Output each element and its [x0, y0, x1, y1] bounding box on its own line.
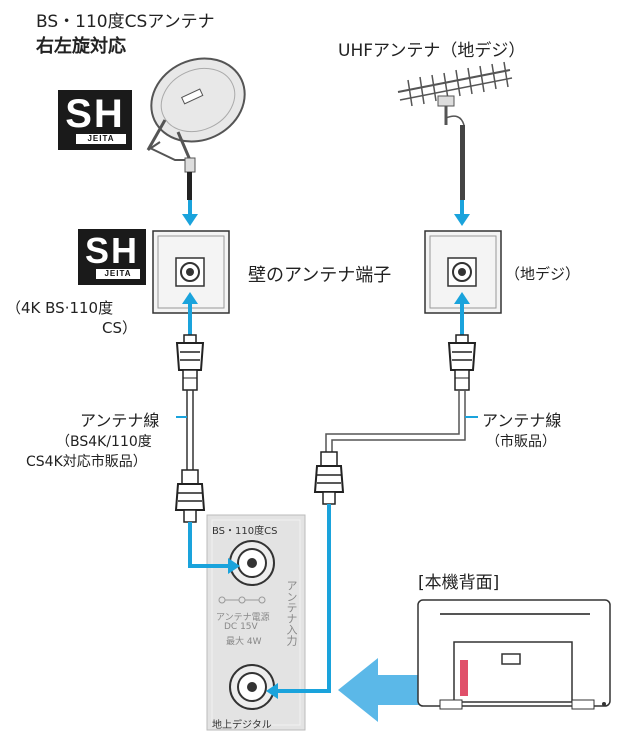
cable-right-spec: （市販品）	[486, 434, 556, 450]
uhf-cable	[460, 125, 465, 200]
uhf-antenna-label: UHFアンテナ（地デジ）	[338, 41, 526, 61]
sh-mark: SH	[65, 92, 125, 136]
panel-terrestrial-label: 地上デジタル	[212, 720, 272, 731]
tv-rear-icon	[417, 599, 611, 710]
bs-antenna-title: BS・110度CSアンテナ	[36, 12, 215, 32]
panel-power-line3: 最大 4W	[226, 637, 262, 647]
arrow-down-icon	[454, 200, 470, 226]
panel-power-line2: DC 15V	[224, 622, 258, 632]
f-connector-icon	[447, 334, 477, 391]
dish-cable	[187, 172, 192, 200]
f-connector-icon	[313, 451, 345, 505]
arrow-down-icon	[182, 200, 198, 226]
panel-power-line1: アンテナ電源	[216, 613, 270, 623]
big-arrow-left-icon	[338, 658, 420, 722]
terrestrial-input-jack	[229, 664, 275, 710]
rear-panel-title: [本機背面]	[418, 573, 500, 593]
cable-left-spec-2: CS4K対応市販品）	[26, 454, 147, 470]
chideji-label: （地デジ）	[505, 265, 581, 283]
bs4k-label-line2: CS）	[102, 319, 137, 337]
bs-input-jack	[229, 540, 275, 586]
jeita-mark: JEITA	[96, 269, 140, 279]
sh-jeita-badge-middle: SH JEITA	[78, 229, 146, 285]
uhf-antenna-icon	[397, 61, 513, 126]
cable-left-spec-1: （BS4K/110度	[56, 434, 152, 450]
bs4k-label-line1: （4K BS·110度	[6, 299, 114, 317]
cable-left-title: アンテナ線	[80, 411, 160, 430]
wall-terminal-label: 壁のアンテナ端子	[248, 265, 392, 286]
jeita-mark: JEITA	[76, 134, 126, 144]
antenna-cable-right	[325, 390, 466, 452]
antenna-cable-left	[186, 390, 194, 470]
sh-mark: SH	[84, 230, 139, 271]
cable-right-title: アンテナ線	[482, 411, 562, 430]
bs-antenna-subtitle: 右左旋対応	[36, 36, 126, 57]
arrow-up-icon	[454, 292, 470, 335]
panel-bs-label: BS・110度CS	[212, 526, 278, 537]
f-connector-icon	[174, 469, 206, 523]
panel-vertical-label: アンテナ入力	[285, 580, 298, 646]
arrow-to-bs-jack	[188, 522, 240, 574]
satellite-dish-icon	[146, 57, 246, 173]
f-connector-icon	[175, 334, 205, 391]
antenna-power-symbol	[218, 596, 266, 604]
sh-jeita-badge-top: SH JEITA	[58, 90, 132, 150]
arrow-up-icon	[182, 292, 198, 335]
arrow-to-terrestrial-jack	[266, 504, 331, 699]
